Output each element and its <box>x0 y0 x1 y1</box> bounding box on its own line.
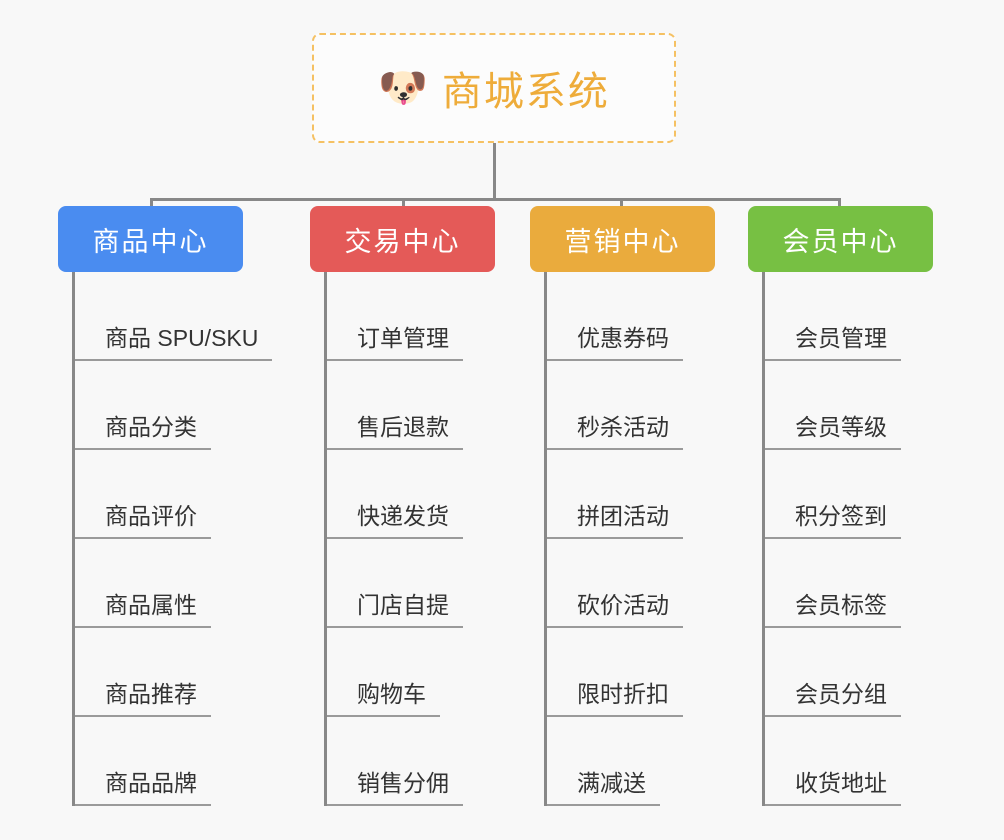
dog-face-icon: 🐶 <box>378 65 428 111</box>
leaf-label: 商品品牌 <box>75 770 211 806</box>
connector-drop-marketing-center <box>620 198 623 208</box>
connector-drop-product-center <box>150 198 153 208</box>
leaf-label: 商品 SPU/SKU <box>75 325 273 361</box>
branch-marketing-center: 营销中心 优惠券码 秒杀活动 拼团活动 砍价活动 限时折扣 满减送 <box>530 206 715 806</box>
leaf-label: 拼团活动 <box>547 503 683 539</box>
connector-drop-trade-center <box>402 198 405 208</box>
leaf-label: 售后退款 <box>327 414 463 450</box>
leaf-list-marketing-center: 优惠券码 秒杀活动 拼团活动 砍价活动 限时折扣 满减送 <box>544 272 683 806</box>
leaf-label: 订单管理 <box>327 325 463 361</box>
leaf-label: 快递发货 <box>327 503 463 539</box>
leaf-label: 销售分佣 <box>327 770 463 806</box>
connector-horizontal-bus <box>150 198 838 201</box>
branch-header-label: 营销中心 <box>564 226 681 257</box>
root-node-title: 商城系统 <box>441 70 610 114</box>
leaf-list-product-center: 商品 SPU/SKU 商品分类 商品评价 商品属性 商品推荐 商品品牌 <box>72 272 273 806</box>
leaf-label: 秒杀活动 <box>547 414 683 450</box>
leaf-label: 会员标签 <box>765 592 901 628</box>
branch-header-product-center[interactable]: 商品中心 <box>58 206 243 272</box>
leaf-label: 门店自提 <box>327 592 463 628</box>
leaf-label: 会员管理 <box>765 325 901 361</box>
branch-product-center: 商品中心 商品 SPU/SKU 商品分类 商品评价 商品属性 商品推荐 商品品牌 <box>58 206 273 806</box>
branch-header-label: 商品中心 <box>92 226 209 257</box>
leaf-label: 商品评价 <box>75 503 211 539</box>
branch-header-marketing-center[interactable]: 营销中心 <box>530 206 715 272</box>
leaf-label: 购物车 <box>327 681 440 717</box>
connector-root-stem <box>493 143 496 201</box>
leaf-label: 砍价活动 <box>547 592 683 628</box>
leaf-list-member-center: 会员管理 会员等级 积分签到 会员标签 会员分组 收货地址 <box>762 272 901 806</box>
connector-drop-member-center <box>838 198 841 208</box>
leaf-label: 商品属性 <box>75 592 211 628</box>
leaf-label: 积分签到 <box>765 503 901 539</box>
branch-member-center: 会员中心 会员管理 会员等级 积分签到 会员标签 会员分组 收货地址 <box>748 206 933 806</box>
leaf-label: 优惠券码 <box>547 325 683 361</box>
leaf-label: 满减送 <box>547 770 660 806</box>
branch-header-label: 会员中心 <box>782 226 899 257</box>
branch-header-trade-center[interactable]: 交易中心 <box>310 206 495 272</box>
leaf-label: 商品分类 <box>75 414 211 450</box>
leaf-label: 会员分组 <box>765 681 901 717</box>
leaf-list-trade-center: 订单管理 售后退款 快递发货 门店自提 购物车 销售分佣 <box>324 272 463 806</box>
leaf-label: 会员等级 <box>765 414 901 450</box>
leaf-label: 收货地址 <box>765 770 901 806</box>
branch-trade-center: 交易中心 订单管理 售后退款 快递发货 门店自提 购物车 销售分佣 <box>310 206 495 806</box>
branch-header-label: 交易中心 <box>344 226 461 257</box>
leaf-label: 限时折扣 <box>547 681 683 717</box>
branch-header-member-center[interactable]: 会员中心 <box>748 206 933 272</box>
root-node[interactable]: 🐶 商城系统 <box>312 33 676 143</box>
leaf-label: 商品推荐 <box>75 681 211 717</box>
